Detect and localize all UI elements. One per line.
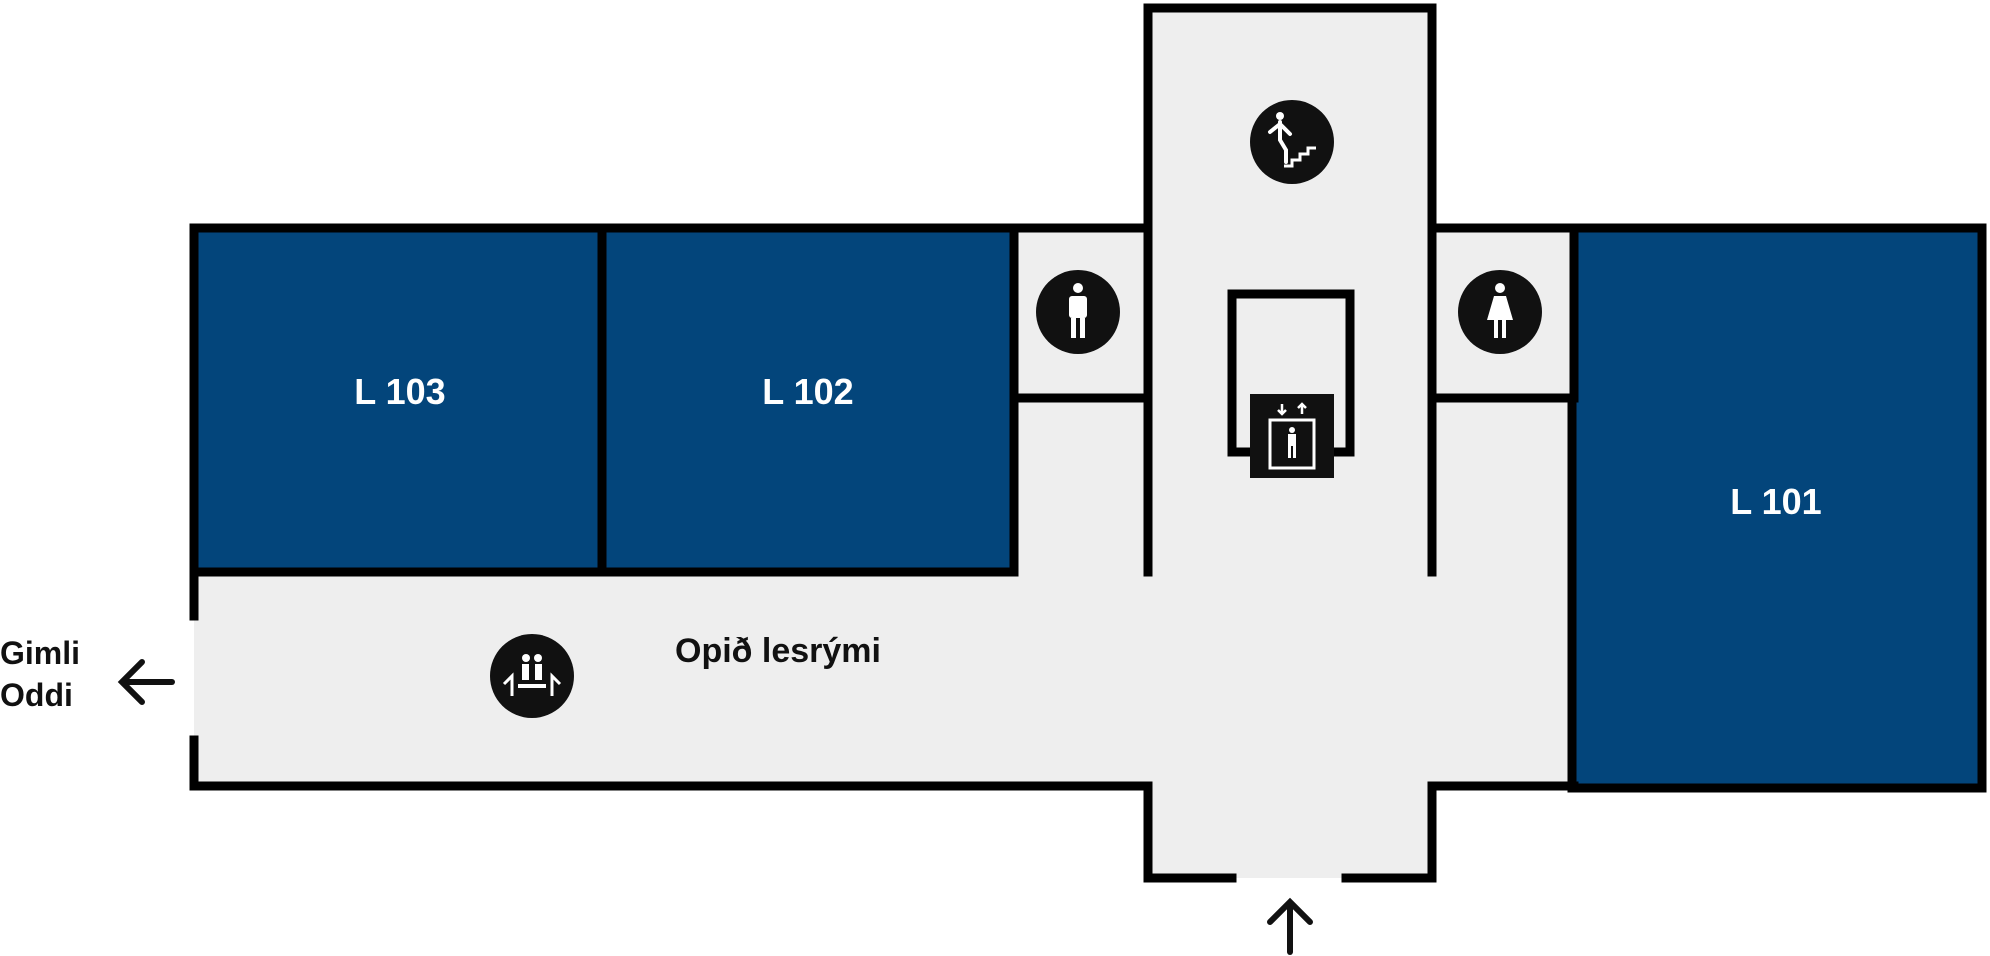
womens-restroom-icon[interactable] [1458, 270, 1542, 354]
mens-restroom-icon[interactable] [1036, 270, 1120, 354]
arrow-up-icon [1267, 897, 1313, 955]
room-label-l101: L 101 [1730, 481, 1821, 522]
room-label-l102: L 102 [762, 371, 853, 412]
room-label-l103: L 103 [354, 371, 445, 412]
open-area-label: Opið lesrými [675, 632, 881, 670]
room-l102[interactable]: L 102 [597, 223, 1019, 577]
seating-area-icon[interactable] [490, 634, 574, 718]
elevator-icon[interactable] [1250, 394, 1334, 478]
walls [189, 3, 1579, 883]
exit-label-gimli: Gimli [0, 635, 80, 671]
exit-west[interactable]: Gimli Oddi [0, 635, 175, 713]
room-l103[interactable]: L 103 [189, 223, 607, 577]
stairs-icon[interactable] [1250, 100, 1334, 184]
arrow-left-icon [117, 659, 175, 705]
room-l101[interactable]: L 101 [1567, 223, 1987, 793]
exit-label-oddi: Oddi [0, 677, 73, 713]
